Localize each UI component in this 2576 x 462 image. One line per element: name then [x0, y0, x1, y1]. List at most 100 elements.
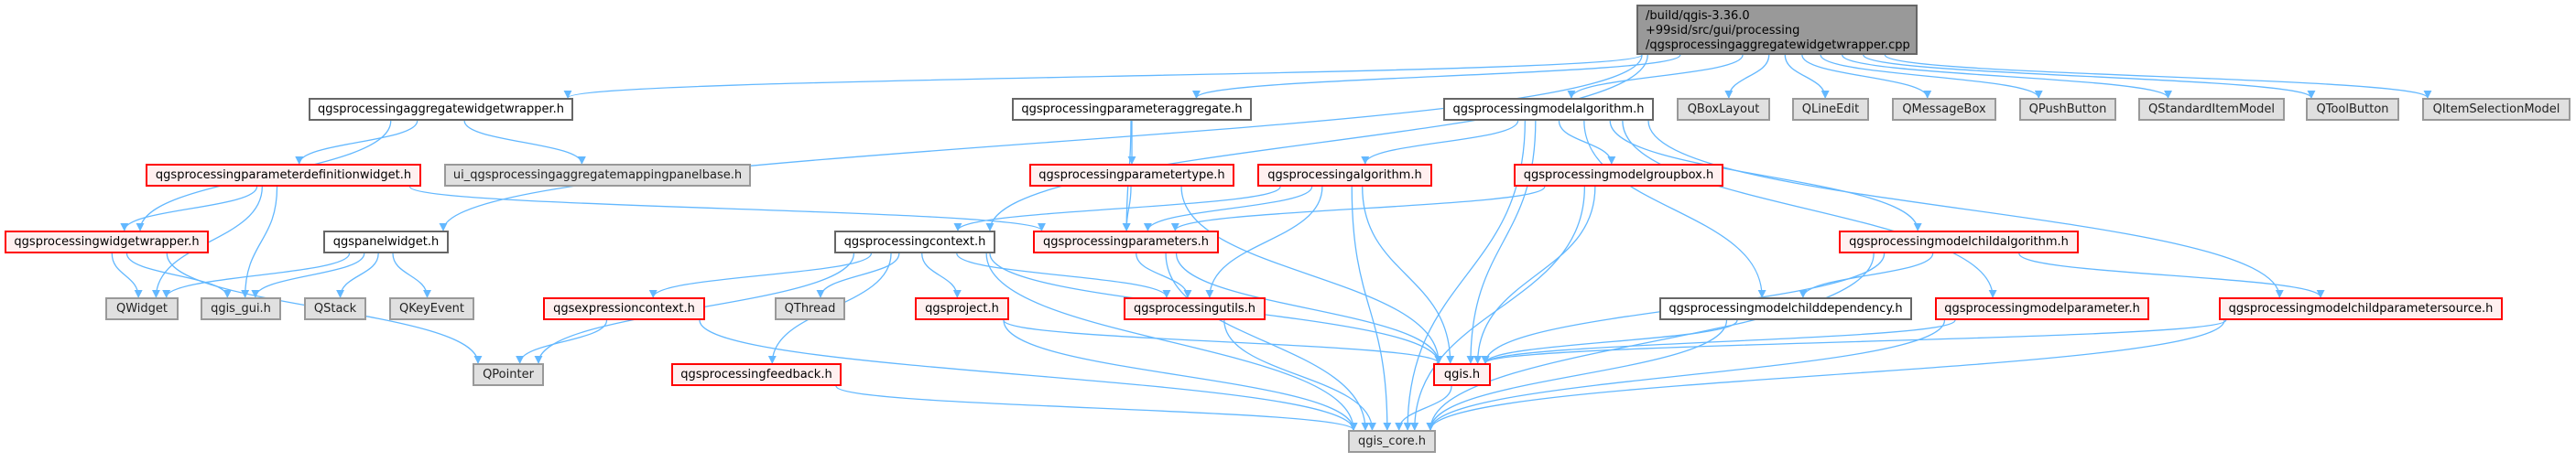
- edge-root-to-QBoxLayout: [1724, 54, 1770, 99]
- node-label: qgsprocessingparameterdefinitionwidget.h: [155, 168, 412, 182]
- node-exprcontext[interactable]: qgsexpressioncontext.h: [543, 297, 705, 320]
- node-label: QStack: [313, 302, 357, 316]
- node-qmessagebox[interactable]: QMessageBox: [1892, 98, 1996, 121]
- edge-childdependency-to-qgis_core: [1426, 319, 1728, 431]
- node-label: QKeyEvent: [398, 302, 465, 316]
- edge-algorithm-to-parameters: [1143, 186, 1313, 231]
- edge-widgetwrapper-to-qgis_gui: [125, 252, 232, 298]
- node-qpointer[interactable]: QPointer: [473, 363, 544, 386]
- edge-context-to-project: [921, 252, 962, 298]
- edge-childalgorithm-to-childdependency: [1799, 252, 1934, 298]
- edge-exprcontext-to-QPointer: [516, 319, 608, 364]
- node-qboxlayout[interactable]: QBoxLayout: [1677, 98, 1770, 121]
- node-label: qgsprocessingmodelparameter.h: [1944, 302, 2140, 316]
- node-qlineedit[interactable]: QLineEdit: [1792, 98, 1869, 121]
- node-label: QBoxLayout: [1687, 102, 1760, 116]
- edge-modelparameter-to-qgis: [1481, 319, 1956, 364]
- node-qgis-core[interactable]: qgis_core.h: [1348, 430, 1436, 453]
- edge-modelalgorithm-to-childparamsource: [1647, 120, 2284, 298]
- node-feedback[interactable]: qgsprocessingfeedback.h: [671, 363, 842, 386]
- node-label: qgsprocessingmodelchildparametersource.h: [2228, 302, 2494, 316]
- node-utils[interactable]: qgsprocessingutils.h: [1124, 297, 1266, 320]
- node-paramdefwidget[interactable]: qgsprocessingparameterdefinitionwidget.h: [146, 164, 421, 187]
- node-qwidget[interactable]: QWidget: [105, 297, 179, 320]
- edge-childalgorithm-to-childparamsource: [2018, 252, 2325, 298]
- edge-panelwidget-to-QStack: [336, 252, 379, 298]
- node-childparamsource[interactable]: qgsprocessingmodelchildparametersource.h: [2219, 297, 2503, 320]
- edge-modelalgorithm-to-childalgorithm: [1609, 120, 1922, 231]
- node-label: QLineEdit: [1801, 102, 1860, 116]
- node-label: qgis_core.h: [1358, 435, 1426, 448]
- node-aggwrapper[interactable]: qgsprocessingaggregatewidgetwrapper.h: [309, 98, 573, 121]
- node-qtoolbutton[interactable]: QToolButton: [2306, 98, 2399, 121]
- edge-modelgroupbox-to-qgis_core: [1410, 186, 1586, 431]
- node-label: QWidget: [115, 302, 168, 316]
- edge-root-to-context: [985, 54, 1648, 231]
- node-ui[interactable]: ui_qgsprocessingaggregatemappingpanelbas…: [444, 164, 751, 187]
- edge-algorithm-to-qgis: [1362, 186, 1455, 364]
- root-path-line: /qgsprocessingaggregatewidgetwrapper.cpp: [1646, 38, 1910, 52]
- edge-qgis-to-qgis_core: [1395, 385, 1452, 431]
- edge-context-to-utils: [956, 252, 1171, 298]
- node-modelalgorithm[interactable]: qgsprocessingmodelalgorithm.h: [1443, 98, 1654, 121]
- node-label: qgsprocessingmodelgroupbox.h: [1523, 168, 1714, 182]
- node-label: qgsprocessingcontext.h: [843, 235, 986, 249]
- node-context[interactable]: qgsprocessingcontext.h: [834, 231, 995, 253]
- node-qitemselectionmodel[interactable]: QItemSelectionModel: [2422, 98, 2571, 121]
- edge-panelwidget-to-QKeyEvent: [392, 252, 432, 298]
- node-qstandarditemmodel[interactable]: QStandardItemModel: [2138, 98, 2285, 121]
- root-file-node: /build/qgis-3.36.0 +99sid/src/gui/proces…: [1636, 5, 1918, 55]
- edge-context-to-exprcontext: [648, 252, 873, 298]
- node-label: QPointer: [483, 368, 534, 381]
- edge-modelalgorithm-to-childdependency: [1583, 120, 1766, 298]
- edge-childdependency-to-qgis: [1481, 319, 1738, 364]
- node-qpushbutton[interactable]: QPushButton: [2019, 98, 2116, 121]
- node-qthread[interactable]: QThread: [775, 297, 845, 320]
- edge-algorithm-to-context: [953, 186, 1281, 231]
- node-qgis[interactable]: qgis.h: [1433, 363, 1491, 386]
- node-childalgorithm[interactable]: qgsprocessingmodelchildalgorithm.h: [1839, 231, 2079, 253]
- edge-panelwidget-to-QWidget: [162, 252, 351, 298]
- node-widgetwrapper[interactable]: qgsprocessingwidgetwrapper.h: [5, 231, 209, 253]
- node-childdependency[interactable]: qgsprocessingmodelchilddependency.h: [1659, 297, 1912, 320]
- edge-aggwrapper-to-paramdefwidget: [295, 120, 418, 165]
- edge-modelparameter-to-qgis_core: [1426, 319, 1946, 431]
- node-paramaggregate[interactable]: qgsprocessingparameteraggregate.h: [1012, 98, 1252, 121]
- node-qkeyevent[interactable]: QKeyEvent: [389, 297, 474, 320]
- node-label: QPushButton: [2028, 102, 2107, 116]
- edge-modelalgorithm-to-modelgroupbox: [1558, 120, 1616, 165]
- edge-modelgroupbox-to-qgis: [1473, 186, 1596, 364]
- node-label: ui_qgsprocessingaggregatemappingpanelbas…: [452, 168, 743, 182]
- node-label: qgsprocessingparametertype.h: [1038, 168, 1225, 182]
- edge-project-to-qgis: [1003, 319, 1443, 364]
- edge-exprcontext-to-qgis_core: [699, 319, 1358, 431]
- edge-algorithm-to-utils: [1205, 186, 1323, 298]
- node-label: qgsprocessingmodelchildalgorithm.h: [1849, 235, 2069, 249]
- edge-root-to-QItemSelectionModel: [1884, 54, 2432, 99]
- edge-modelalgorithm-to-algorithm: [1361, 120, 1519, 165]
- node-panelwidget[interactable]: qgspanelwidget.h: [323, 231, 449, 253]
- node-project[interactable]: qgsproject.h: [915, 297, 1009, 320]
- edge-paramdefwidget-to-QWidget: [151, 186, 263, 298]
- edge-modelalgorithm-to-qgis: [1466, 120, 1537, 364]
- edge-paramdefwidget-to-qgis_gui: [241, 186, 278, 298]
- node-qgis-gui[interactable]: qgis_gui.h: [201, 297, 281, 320]
- node-modelgroupbox[interactable]: qgsprocessingmodelgroupbox.h: [1514, 164, 1723, 187]
- node-modelparameter[interactable]: qgsprocessingmodelparameter.h: [1935, 297, 2149, 320]
- edge-root-to-QLineEdit: [1784, 54, 1830, 99]
- node-label: qgsprocessingparameters.h: [1042, 235, 1210, 249]
- edge-widgetwrapper-to-QWidget: [111, 252, 143, 298]
- node-label: qgspanelwidget.h: [332, 235, 440, 249]
- node-qstack[interactable]: QStack: [304, 297, 366, 320]
- root-path-line: /build/qgis-3.36.0: [1646, 9, 1750, 23]
- edge-context-to-QThread: [816, 252, 900, 298]
- edge-root-to-panelwidget: [439, 54, 1643, 231]
- edge-algorithm-to-qgis_core: [1351, 186, 1392, 431]
- node-parameters[interactable]: qgsprocessingparameters.h: [1033, 231, 1219, 253]
- node-algorithm[interactable]: qgsprocessingalgorithm.h: [1257, 164, 1432, 187]
- node-label: qgsprocessingfeedback.h: [680, 368, 832, 381]
- node-paramtype[interactable]: qgsprocessingparametertype.h: [1029, 164, 1234, 187]
- edge-root-to-QToolButton: [1863, 54, 2316, 99]
